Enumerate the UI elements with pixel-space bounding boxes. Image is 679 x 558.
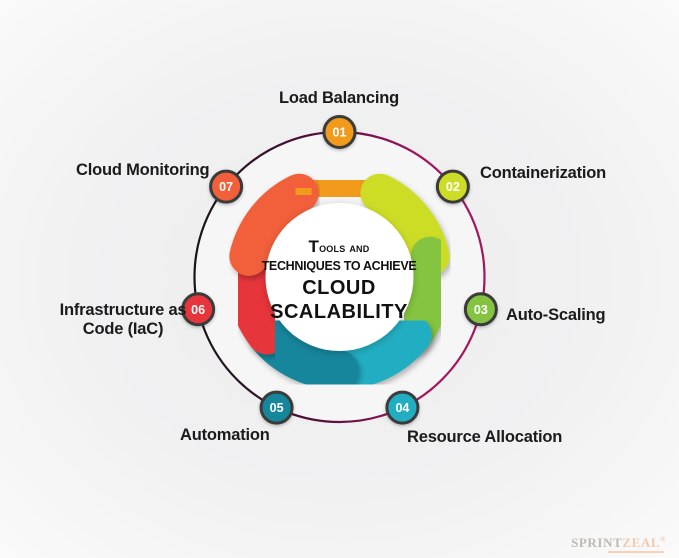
badge-05-circle [259,390,294,425]
badge-07: 07 [209,169,244,204]
center-title-line1: Tools and [308,237,370,256]
badge-04-number: 04 [395,401,409,415]
badge-07-circle [209,169,244,204]
badge-01-circle [322,115,357,149]
center-title: Tools and TECHNIQUES TO ACHIEVE CLOUD SC… [244,237,434,324]
label-containerization: Containerization [480,164,607,182]
center-title-line3: CLOUD [302,277,376,299]
badges: 01 02 03 04 05 06 [181,115,498,425]
badge-06-circle [181,292,216,327]
badge-01: 01 [322,115,357,149]
ring-segment-load-balancing-cap [279,170,328,213]
label-auto-scaling: Auto-Scaling [506,306,606,324]
badge-03-number: 03 [474,303,488,317]
label-cloud-monitoring: Cloud Monitoring [76,161,210,179]
badge-07-number: 07 [219,180,233,194]
badge-02-number: 02 [446,180,460,194]
label-automation: Automation [180,426,270,444]
badge-04: 04 [385,390,420,425]
sprintzeal-logo: SPRINTZEAL® [571,536,666,553]
logo-wordmark: SPRINTZEAL® [571,536,666,549]
center-title-line2: TECHNIQUES TO ACHIEVE [261,259,417,273]
badge-03-circle [463,292,498,327]
badge-01-number: 01 [333,126,347,140]
badge-06: 06 [181,292,216,327]
label-infrastructure-as-code: Infrastructure as Code (IaC) [59,301,187,339]
badge-05: 05 [259,390,294,425]
badge-05-number: 05 [270,401,284,415]
logo-wordmark-orange: ZEAL [622,535,661,550]
badge-04-circle [385,390,420,425]
logo-wordmark-gray: SPRINT [571,535,623,550]
registered-mark: ® [660,535,666,544]
center-disc [265,203,414,351]
label-resource-allocation: Resource Allocation [407,428,563,446]
donut-ring [227,164,452,390]
badge-03: 03 [463,292,498,327]
badge-02-circle [435,169,470,204]
center-title-line4: SCALABILITY [270,301,408,323]
label-load-balancing: Load Balancing [278,89,400,107]
badge-02: 02 [435,169,470,204]
logo-tagline [608,551,664,553]
badge-06-number: 06 [191,303,205,317]
